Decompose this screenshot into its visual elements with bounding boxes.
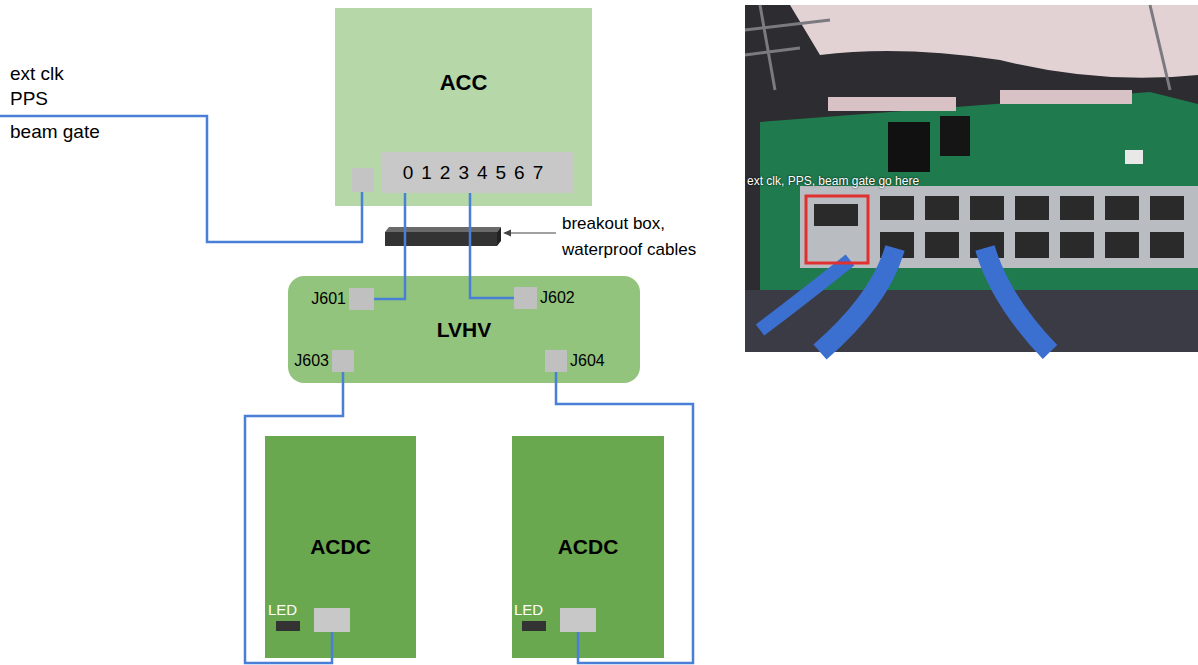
- port-square: [352, 168, 374, 192]
- node-title: 01234567: [403, 162, 552, 184]
- board-photo: [745, 5, 1198, 352]
- connector-square: J604: [545, 350, 567, 372]
- cable-stub: [331, 632, 334, 658]
- connector-square: J603: [332, 350, 354, 372]
- port-square: [314, 608, 350, 632]
- signal-name: ext clk: [10, 63, 64, 85]
- connector-square: J601: [349, 288, 374, 310]
- node-title: LVHV: [437, 318, 491, 342]
- led: [276, 621, 300, 631]
- pin-label: J602: [540, 289, 575, 307]
- breakout-box: [385, 227, 501, 246]
- part-name: LED: [268, 599, 297, 621]
- pin-label: J601: [311, 290, 346, 308]
- pin-label: J603: [294, 352, 329, 370]
- led: [522, 621, 546, 631]
- signal-wire: [0, 116, 362, 242]
- node-title: ACC: [440, 70, 488, 96]
- signal-name: PPS: [10, 88, 48, 110]
- port-strip: 01234567: [381, 152, 573, 193]
- callout-note: breakout box, waterproof cables: [562, 211, 727, 263]
- cable-stub: [577, 632, 580, 658]
- pin-label: J604: [570, 352, 605, 370]
- board-box: LVHV J601 J602J603 J604: [288, 276, 640, 383]
- photo-note: ext clk, PPS, beam gate go here: [747, 170, 919, 192]
- signal-name: beam gate: [10, 121, 100, 143]
- leader-arrow: [510, 232, 556, 233]
- part-name: LED: [514, 599, 543, 621]
- port-square: [560, 608, 596, 632]
- leader-arrowhead: [503, 230, 511, 237]
- node-title: ACDC: [310, 535, 371, 559]
- connector-square: J602: [514, 287, 537, 309]
- node-title: ACDC: [558, 535, 619, 559]
